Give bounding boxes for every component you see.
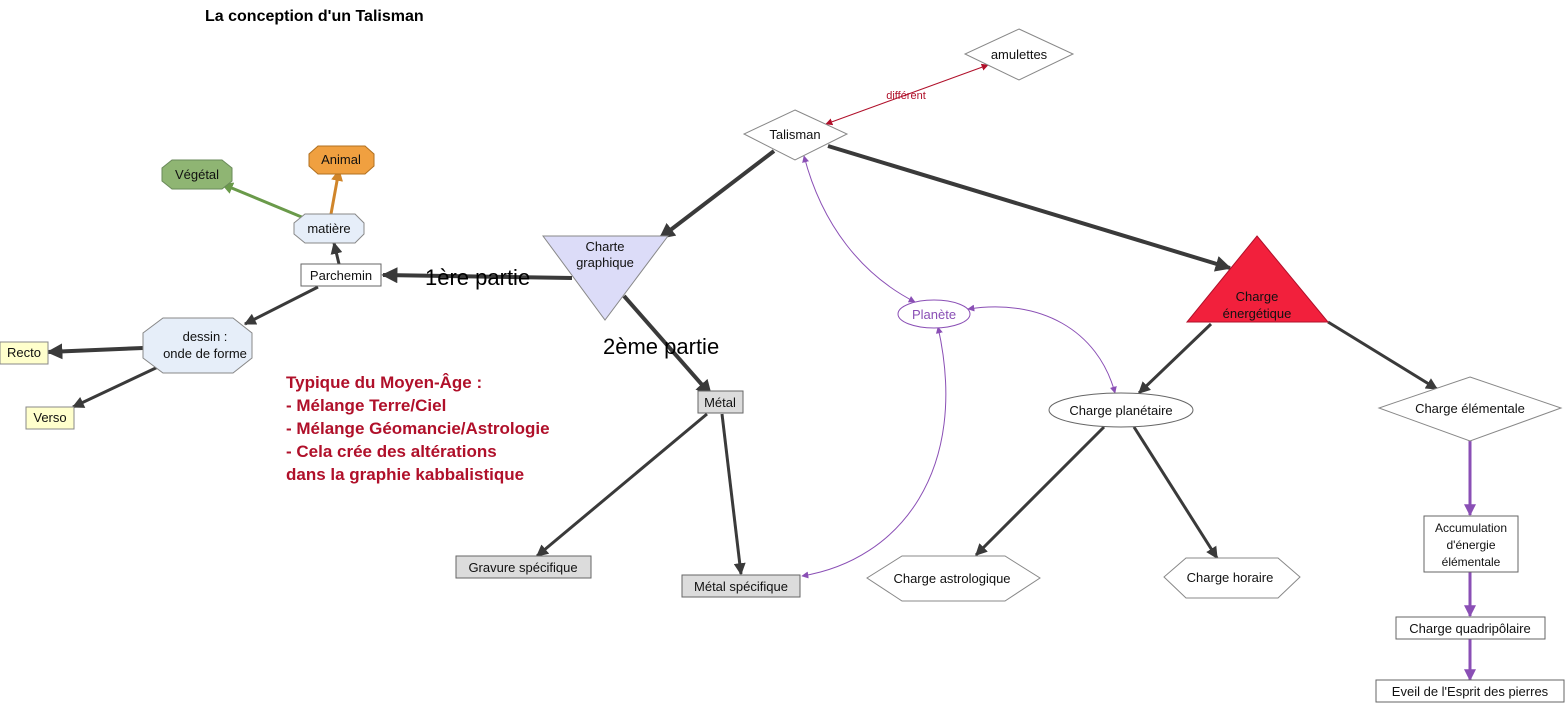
svg-text:Charge: Charge (1236, 289, 1279, 304)
node-charge-astrologique[interactable]: Charge astrologique (866, 555, 1041, 602)
svg-text:Charge quadripôlaire: Charge quadripôlaire (1409, 621, 1530, 636)
edge-label-deuxieme-partie: 2ème partie (603, 334, 719, 359)
svg-text:Métal spécifique: Métal spécifique (694, 579, 788, 594)
svg-text:Planète: Planète (912, 307, 956, 322)
node-parchemin[interactable]: Parchemin (300, 263, 382, 287)
edge-matiere-vegetal (220, 182, 305, 220)
edge-dessin-verso (71, 364, 161, 409)
edge-talisman-charge-energetique (827, 144, 1232, 272)
svg-text:- Mélange Terre/Ciel: - Mélange Terre/Ciel (286, 396, 446, 415)
svg-text:Charte: Charte (585, 239, 624, 254)
node-dessin[interactable]: dessin : onde de forme (142, 317, 253, 374)
node-charge-planetaire[interactable]: Charge planétaire (1048, 392, 1194, 428)
svg-text:- Cela crée des altérations: - Cela crée des altérations (286, 442, 497, 461)
svg-text:Charge planétaire: Charge planétaire (1069, 403, 1172, 418)
node-accumulation[interactable]: Accumulation d'énergie élémentale (1423, 515, 1519, 573)
svg-text:Charge horaire: Charge horaire (1187, 570, 1274, 585)
node-planete[interactable]: Planète (897, 299, 971, 329)
svg-text:Recto: Recto (7, 345, 41, 360)
svg-text:énergétique: énergétique (1223, 306, 1292, 321)
svg-text:- Mélange Géomancie/Astrologie: - Mélange Géomancie/Astrologie (286, 419, 550, 438)
edge-matiere-animal (329, 168, 343, 215)
node-talisman[interactable]: Talisman (742, 109, 849, 161)
svg-text:élémentale: élémentale (1442, 555, 1501, 569)
node-charge-energetique[interactable]: Charge énergétique (1185, 235, 1330, 323)
svg-text:graphique: graphique (576, 255, 634, 270)
svg-text:dans la graphie kabbalistique: dans la graphie kabbalistique (286, 465, 524, 484)
svg-text:Métal: Métal (704, 395, 736, 410)
svg-text:amulettes: amulettes (991, 47, 1048, 62)
edge-charte-parchemin (381, 267, 573, 284)
svg-text:Verso: Verso (33, 410, 66, 425)
edges (46, 63, 1476, 682)
edge-charge-energetique-elementale (1327, 320, 1439, 391)
svg-text:Accumulation: Accumulation (1435, 521, 1507, 535)
medieval-note: Typique du Moyen-Âge : - Mélange Terre/C… (286, 373, 550, 484)
svg-text:Animal: Animal (321, 152, 361, 167)
edge-parchemin-dessin (243, 285, 319, 326)
edge-dessin-recto (46, 343, 144, 360)
svg-text:d'énergie: d'énergie (1447, 538, 1496, 552)
edge-metal-gravure (536, 412, 708, 558)
svg-text:Talisman: Talisman (769, 127, 820, 142)
edge-planetaire-horaire (1132, 426, 1219, 560)
svg-text:Typique du Moyen-Âge :: Typique du Moyen-Âge : (286, 373, 482, 392)
node-vegetal[interactable]: Végétal (161, 159, 233, 190)
node-recto[interactable]: Recto (0, 341, 49, 365)
edge-talisman-amulettes (825, 63, 989, 126)
svg-text:matière: matière (307, 221, 350, 236)
edge-label-premiere-partie: 1ère partie (425, 265, 530, 290)
svg-text:Parchemin: Parchemin (310, 268, 372, 283)
node-metal[interactable]: Métal (697, 390, 744, 414)
node-charte-graphique[interactable]: Charte graphique (542, 235, 669, 321)
edge-parchemin-matiere (330, 241, 343, 265)
edge-planete-metal-specifique (801, 326, 947, 579)
node-matiere[interactable]: matière (293, 213, 365, 244)
svg-text:onde de forme: onde de forme (163, 346, 247, 361)
node-verso[interactable]: Verso (25, 406, 75, 430)
node-metal-specifique[interactable]: Métal spécifique (681, 574, 801, 598)
edge-metal-metal-specifique (720, 413, 746, 576)
node-animal[interactable]: Animal (308, 145, 375, 175)
node-charge-horaire[interactable]: Charge horaire (1163, 557, 1301, 599)
svg-text:Charge élémentale: Charge élémentale (1415, 401, 1525, 416)
node-amulettes[interactable]: amulettes (963, 28, 1075, 81)
svg-text:dessin :: dessin : (183, 329, 228, 344)
svg-text:Charge astrologique: Charge astrologique (893, 571, 1010, 586)
node-eveil[interactable]: Eveil de l'Esprit des pierres (1375, 679, 1565, 703)
edge-talisman-planete (802, 155, 916, 303)
edge-charte-metal (622, 294, 713, 397)
edge-label-different: différent (886, 90, 926, 102)
node-gravure-specifique[interactable]: Gravure spécifique (455, 555, 592, 579)
edge-planete-charge-planetaire (967, 304, 1117, 394)
node-charge-elementale[interactable]: Charge élémentale (1377, 376, 1563, 442)
diagram-title: La conception d'un Talisman (205, 8, 424, 25)
edge-planetaire-astrologique (974, 425, 1106, 557)
svg-text:Gravure spécifique: Gravure spécifique (468, 560, 577, 575)
nodes: amulettes Talisman Charte graphique Parc… (0, 28, 1565, 703)
node-charge-quadripolaire[interactable]: Charge quadripôlaire (1395, 616, 1546, 640)
edge-charge-energetique-planetaire (1137, 322, 1213, 395)
svg-text:Eveil de l'Esprit des pierres: Eveil de l'Esprit des pierres (1392, 684, 1549, 699)
svg-text:Végétal: Végétal (175, 167, 219, 182)
edge-talisman-charte (658, 149, 776, 240)
